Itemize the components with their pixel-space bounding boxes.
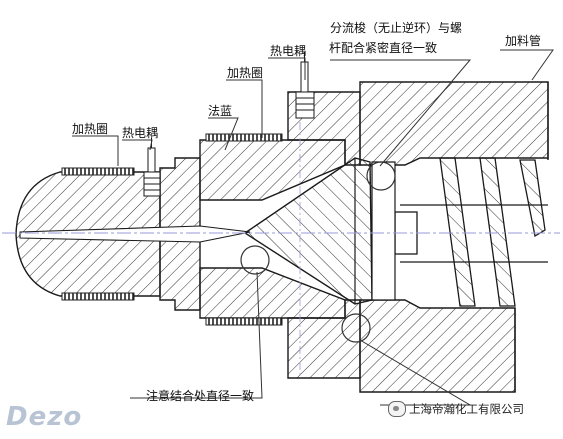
company-watermark: 上海帝瀚化工有限公司 — [388, 401, 524, 417]
thermocouple-upper-label: 热电耦 — [270, 44, 307, 58]
barrel — [359, 81, 549, 393]
thermocouple-left — [143, 138, 161, 197]
heater-band-upper-label: 加热圈 — [227, 66, 264, 80]
diverter-note-line2: 杆配合紧密直径一致 — [329, 41, 438, 55]
nozzle-body — [15, 157, 251, 311]
heater-band-left-label: 加热圈 — [72, 122, 109, 136]
heater-band-left — [61, 167, 135, 301]
leader-lines — [72, 49, 554, 406]
heater-band-flange — [205, 133, 283, 326]
screw-flights — [394, 157, 548, 307]
barrel-label: 加料管 — [505, 34, 542, 48]
diverter-note-line1: 分流梭（无止逆环）与螺 — [330, 21, 463, 35]
company-name: 上海帝瀚化工有限公司 — [409, 402, 524, 416]
thermocouple-left-label: 热电耦 — [122, 126, 159, 140]
wechat-icon — [388, 401, 406, 417]
bottom-note: 注意结合处直径一致 — [146, 389, 255, 403]
callout-circles — [240, 161, 396, 343]
flange-label: 法蓝 — [208, 104, 233, 118]
dezo-watermark: Dezo — [6, 402, 83, 432]
diverter-torpedo — [243, 157, 396, 305]
